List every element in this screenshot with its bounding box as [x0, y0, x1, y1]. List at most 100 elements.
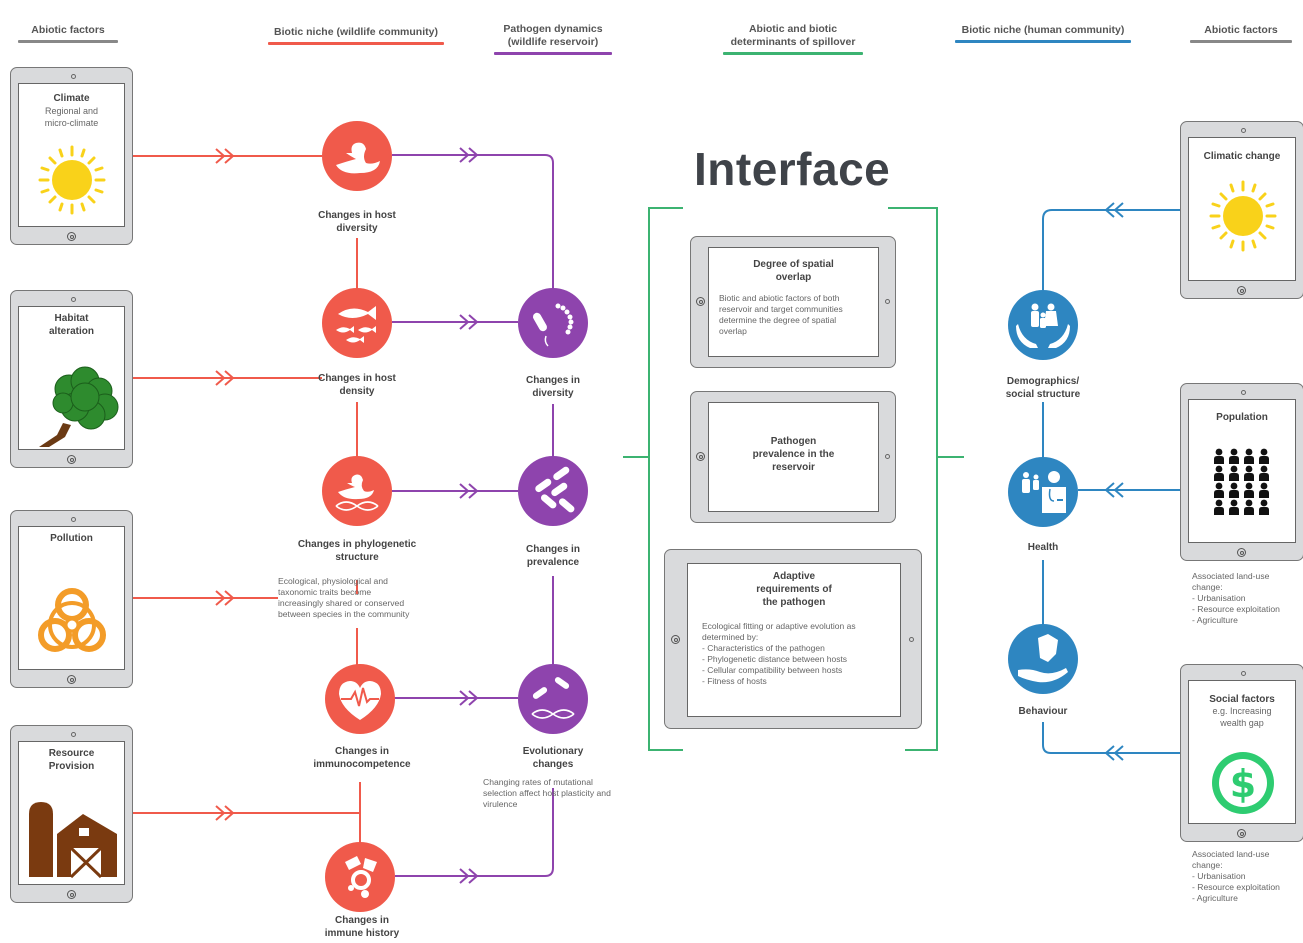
climatic-change-title: Climatic change	[1203, 151, 1281, 162]
social-factors-tablet: Social factors e.g. Increasing wealth ga…	[1180, 664, 1303, 842]
red-connectors	[133, 148, 361, 845]
tree-icon	[39, 366, 119, 447]
immune-history-icon	[345, 856, 377, 898]
immune-history-label: Changes in immune history	[324, 915, 400, 939]
pathogen-prevalence-label: Changes in prevalence	[526, 544, 580, 568]
header-pathogen-dynamics: Pathogen dynamics (wildlife reservoir)	[494, 10, 612, 68]
climate-tablet: Climate Regional and micro-climate	[10, 67, 133, 245]
phylogenetic-node	[322, 456, 392, 526]
person-body	[1214, 473, 1224, 481]
person-body	[1214, 456, 1224, 464]
social-factors-screen: Social factors e.g. Increasing wealth ga…	[1188, 680, 1296, 824]
climate-title: Climate	[53, 93, 90, 104]
pathogen-prevalence-screen: Pathogen prevalence in the reservoir	[708, 402, 879, 512]
person-head	[1260, 482, 1268, 490]
tablet-camera	[71, 732, 76, 737]
person-head	[1230, 499, 1238, 507]
tablet-camera	[1241, 671, 1246, 676]
tablet-camera	[71, 517, 76, 522]
tablet-home-button	[1237, 548, 1246, 557]
tablet-camera	[1241, 128, 1246, 133]
habitat-title: Habitat alteration	[48, 313, 94, 337]
person-head	[1215, 448, 1223, 456]
person-head	[1215, 465, 1223, 473]
bacteria-dna-icon	[531, 677, 575, 719]
tablet-camera	[1241, 390, 1246, 395]
tablet-home-button	[67, 675, 76, 684]
person-body	[1229, 473, 1239, 481]
tablet-home-button	[67, 890, 76, 899]
person-body	[1229, 507, 1239, 515]
header-biotic-wildlife-text: Biotic niche (wildlife community)	[274, 26, 438, 38]
host-diversity-label: Changes in host diversity	[318, 210, 396, 234]
tablet-home-button	[67, 455, 76, 464]
header-biotic-human-underline	[955, 40, 1131, 43]
blue-connectors	[1042, 202, 1180, 761]
person-head	[1230, 448, 1238, 456]
tablet-camera	[71, 74, 76, 79]
pollution-title: Pollution	[50, 533, 93, 544]
phylogenetic-label: Changes in phylogenetic structure	[297, 539, 417, 563]
header-abiotic-left-text: Abiotic factors	[31, 24, 105, 36]
person-body	[1244, 473, 1254, 481]
host-density-node	[322, 288, 392, 358]
habitat-tablet: Habitat alteration	[10, 290, 133, 468]
climatic-change-screen: Climatic change	[1188, 137, 1296, 281]
immune-history-node	[325, 842, 395, 912]
phylogenetic-note: Ecological, physiological and taxonomic …	[278, 576, 410, 619]
demographics-node	[1008, 290, 1078, 360]
social-factors-title: Social factors	[1209, 694, 1275, 705]
header-abiotic-left-underline	[18, 40, 118, 43]
person-head	[1230, 465, 1238, 473]
evolutionary-node	[518, 664, 588, 734]
person-head	[1215, 499, 1223, 507]
person-head	[1215, 482, 1223, 490]
microbe-icon	[533, 303, 574, 347]
header-biotic-wildlife-underline	[268, 42, 444, 45]
spatial-overlap-card: Degree of spatial overlap Biotic and abi…	[690, 236, 896, 368]
person-body	[1229, 456, 1239, 464]
social-factors-subtitle: e.g. Increasing wealth gap	[1212, 706, 1272, 728]
tablet-camera	[885, 299, 890, 304]
resource-title: Resource Provision	[48, 748, 95, 772]
population-screen: Population	[1188, 399, 1296, 543]
pathogen-prevalence-card-title: Pathogen prevalence in the reservoir	[752, 436, 835, 473]
adaptive-requirements-screen: Adaptive requirements of the pathogen Ec…	[687, 563, 901, 717]
pollution-tablet: Pollution	[10, 510, 133, 688]
doctor-family-icon	[1022, 471, 1066, 513]
host-diversity-node	[322, 121, 392, 191]
tablet-home-button	[696, 297, 705, 306]
person-head	[1260, 448, 1268, 456]
header-abiotic-right-text: Abiotic factors	[1204, 24, 1278, 36]
person-body	[1244, 456, 1254, 464]
heart-icon	[339, 681, 381, 720]
bacteria-icon	[535, 466, 575, 513]
social-factors-note: Associated land-use change: - Urbanisati…	[1192, 849, 1280, 903]
header-abiotic-right: Abiotic factors	[1190, 24, 1292, 43]
demographics-label: Demographics/ social structure	[1005, 376, 1081, 400]
host-density-label: Changes in host density	[318, 373, 396, 397]
family-hands-icon	[1016, 303, 1070, 348]
person-head	[1245, 448, 1253, 456]
person-head	[1230, 482, 1238, 490]
person-body	[1259, 507, 1269, 515]
hand-animal-icon	[1018, 634, 1068, 683]
pathogen-diversity-node	[518, 288, 588, 358]
pathogen-prevalence-node	[518, 456, 588, 526]
header-spillover: Abiotic and biotic determinants of spill…	[723, 10, 863, 68]
spatial-overlap-title: Degree of spatial overlap	[753, 259, 834, 283]
person-head	[1245, 465, 1253, 473]
evolutionary-label: Evolutionary changes	[522, 746, 584, 770]
person-body	[1259, 473, 1269, 481]
dollar-icon: $	[1212, 752, 1274, 814]
population-note: Associated land-use change: - Urbanisati…	[1192, 571, 1280, 625]
climate-screen: Climate Regional and micro-climate	[18, 83, 125, 227]
tablet-camera	[885, 454, 890, 459]
barn-icon	[29, 802, 117, 879]
resource-tablet: Resource Provision	[10, 725, 133, 903]
climate-subtitle: Regional and micro-climate	[44, 106, 99, 128]
adaptive-requirements-body: Ecological fitting or adaptive evolution…	[702, 621, 856, 686]
tablet-home-button	[67, 232, 76, 241]
